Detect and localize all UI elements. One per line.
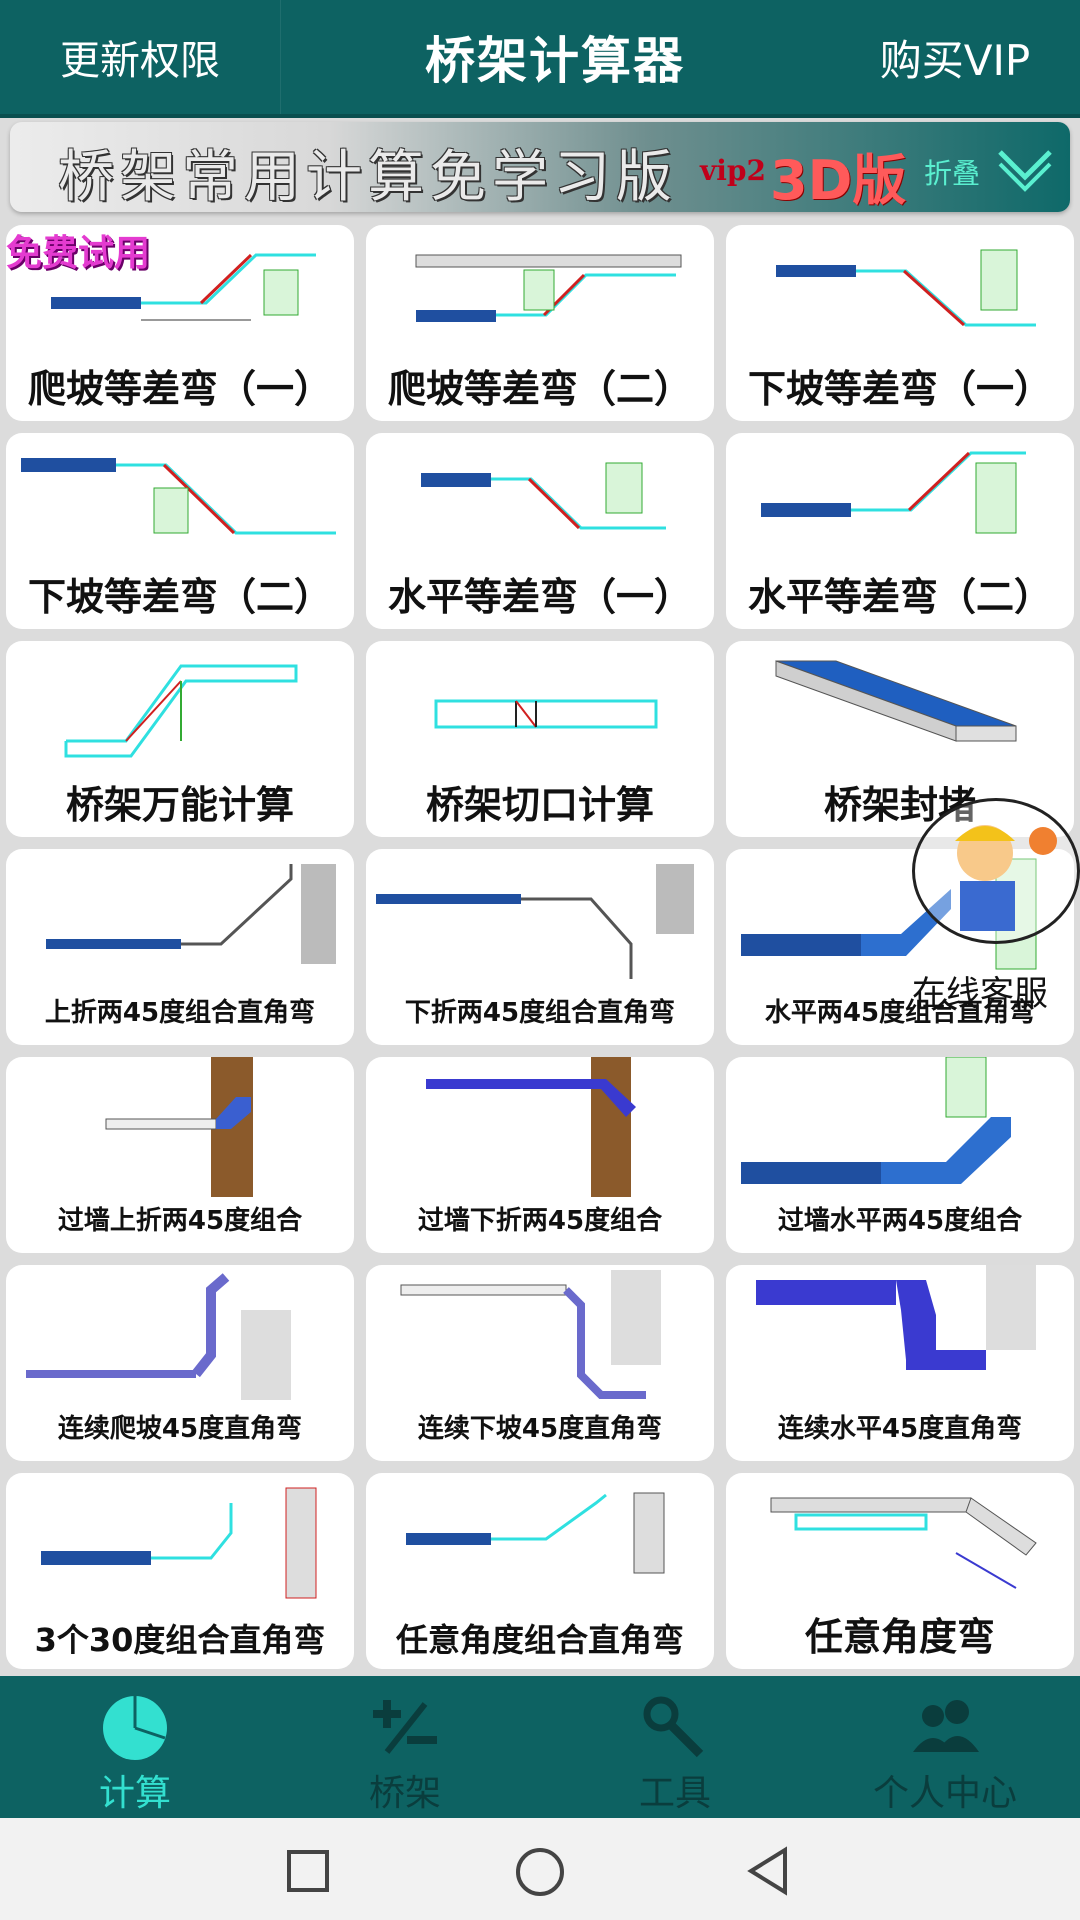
bend-diagram-icon [421, 462, 666, 530]
card-tray-seal[interactable]: 桥架封堵 [726, 641, 1074, 837]
card-label: 水平等差弯（二） [747, 575, 1052, 619]
page-title: 桥架计算器 [425, 32, 685, 90]
bend-diagram-icon [400, 1270, 661, 1399]
home-circle-icon[interactable] [514, 1846, 566, 1898]
card-label: 上折两45度组合直角弯 [44, 998, 316, 1028]
card-continuous-climb-45[interactable]: 连续爬坡45度直角弯 [6, 1265, 354, 1461]
nav-label: 工具 [638, 1773, 711, 1814]
card-cut-calc[interactable]: 桥架切口计算 [366, 641, 714, 837]
card-label: 任意角度弯 [804, 1615, 995, 1659]
fold-label[interactable]: 折叠 [924, 157, 981, 190]
bend-diagram-icon [434, 699, 658, 729]
nav-label: 计算 [98, 1773, 171, 1814]
card-continuous-horizontal-45[interactable]: 连续水平45度直角弯 [726, 1265, 1074, 1461]
card-label: 爬坡等差弯（一） [27, 367, 332, 411]
online-service-button[interactable] [912, 798, 1080, 944]
card-any-angle-combo[interactable]: 任意角度组合直角弯 [366, 1473, 714, 1669]
bend-diagram-icon [376, 864, 694, 979]
card-label: 过墙水平两45度组合 [777, 1206, 1023, 1236]
version-label: 3D版 [770, 149, 907, 212]
card-label: 桥架万能计算 [65, 783, 294, 827]
card-continuous-descend-45[interactable]: 连续下坡45度直角弯 [366, 1265, 714, 1461]
bend-diagram-icon [51, 253, 316, 321]
card-label: 下坡等差弯（一） [747, 367, 1052, 411]
card-label: 过墙下折两45度组合 [417, 1206, 663, 1236]
card-down-45-combo[interactable]: 下折两45度组合直角弯 [366, 849, 714, 1045]
card-horizontal-offset-2[interactable]: 水平等差弯（二） [726, 433, 1074, 629]
card-label: 水平两45度组合直角弯 [764, 998, 1036, 1028]
card-label: 连续下坡45度直角弯 [417, 1414, 663, 1444]
bend-diagram-icon [21, 458, 336, 535]
card-label: 爬坡等差弯（二） [387, 367, 692, 411]
pie-chart-icon [103, 1696, 167, 1760]
card-universal-calc[interactable]: 桥架万能计算 [6, 641, 354, 837]
card-label: 下坡等差弯（二） [27, 575, 332, 619]
bend-diagram-icon [761, 451, 1026, 534]
card-descend-offset-1[interactable]: 下坡等差弯（一） [726, 225, 1074, 421]
recents-square-icon[interactable] [285, 1848, 331, 1894]
tools-icon [643, 1696, 704, 1758]
card-wall-down-45[interactable]: 过墙下折两45度组合 [366, 1057, 714, 1253]
back-triangle-icon[interactable] [745, 1846, 791, 1896]
card-up-45-combo[interactable]: 上折两45度组合直角弯 [6, 849, 354, 1045]
card-label: 3个30度组合直角弯 [34, 1621, 326, 1659]
nav-label: 桥架 [368, 1773, 441, 1814]
bend-diagram-icon [776, 249, 1036, 327]
card-horizontal-offset-1[interactable]: 水平等差弯（一） [366, 433, 714, 629]
tray-3d-icon [775, 660, 1017, 742]
card-label: 连续爬坡45度直角弯 [57, 1414, 303, 1444]
people-icon [913, 1700, 979, 1752]
free-trial-badge: 免费试用 [6, 233, 151, 274]
bend-diagram-icon [770, 1497, 1037, 1589]
bend-diagram-icon [26, 1273, 291, 1400]
chevron-down-icon[interactable] [995, 142, 1055, 192]
update-permission-button[interactable]: 更新权限 [0, 0, 281, 114]
bend-diagram-icon [415, 254, 682, 322]
bend-diagram-icon [756, 1265, 1036, 1370]
bend-diagram-icon [406, 1492, 665, 1574]
card-label: 水平等差弯（一） [387, 575, 692, 619]
card-descend-offset-2[interactable]: 下坡等差弯（二） [6, 433, 354, 629]
card-label: 过墙上折两45度组合 [57, 1206, 303, 1236]
plus-minus-icon [373, 1700, 437, 1754]
bend-diagram-icon [46, 864, 336, 964]
online-service-label[interactable]: 在线客服 [912, 974, 1048, 1014]
bend-diagram-icon [426, 1057, 636, 1197]
nav-profile[interactable]: 个人中心 [810, 1676, 1080, 1818]
card-wall-up-45[interactable]: 过墙上折两45度组合 [6, 1057, 354, 1253]
card-label: 任意角度组合直角弯 [395, 1621, 684, 1659]
bend-diagram-icon [105, 1057, 253, 1197]
card-three-30-combo[interactable]: 3个30度组合直角弯 [6, 1473, 354, 1669]
promo-banner[interactable]: 桥架常用计算免学习版 vip2 3D版 折叠 [10, 122, 1070, 212]
app-header: 更新权限 桥架计算器 购买VIP [0, 0, 1080, 118]
buy-vip-button[interactable]: 购买VIP [879, 35, 1031, 85]
system-nav-bar [0, 1818, 1080, 1920]
bend-diagram-icon [741, 1057, 1011, 1184]
bottom-nav: 计算 桥架 工具 个人中心 [0, 1676, 1080, 1818]
nav-tools[interactable]: 工具 [540, 1676, 810, 1818]
bend-diagram-icon [41, 1487, 317, 1599]
vip-badge: vip2 [700, 154, 766, 187]
card-climb-offset-1[interactable]: 爬坡等差弯（一） [6, 225, 354, 421]
bend-diagram-icon [64, 664, 298, 758]
nav-label: 个人中心 [872, 1773, 1017, 1814]
worker-avatar-icon [955, 825, 1057, 931]
card-label: 桥架切口计算 [425, 783, 654, 827]
card-climb-offset-2[interactable]: 爬坡等差弯（二） [366, 225, 714, 421]
card-label: 连续水平45度直角弯 [777, 1414, 1023, 1444]
nav-calc[interactable]: 计算 [0, 1676, 270, 1818]
card-wall-horizontal-45[interactable]: 过墙水平两45度组合 [726, 1057, 1074, 1253]
card-label: 下折两45度组合直角弯 [404, 998, 676, 1028]
card-any-angle-bend[interactable]: 任意角度弯 [726, 1473, 1074, 1669]
nav-tray[interactable]: 桥架 [270, 1676, 540, 1818]
banner-title: 桥架常用计算免学习版 [58, 145, 678, 210]
